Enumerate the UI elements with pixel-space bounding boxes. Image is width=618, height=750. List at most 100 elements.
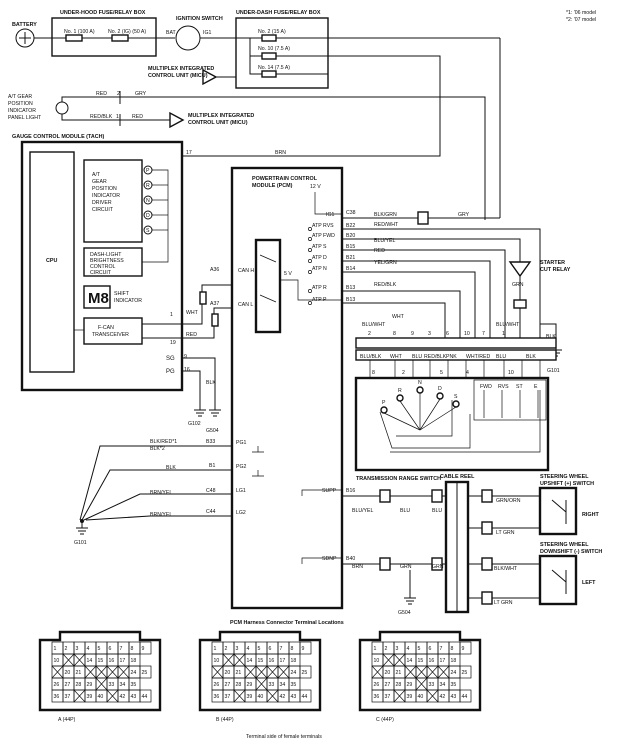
conn-1-pin: 21 [236,670,242,676]
conn-1-pin: 36 [214,694,220,700]
conn-0-pin: 18 [131,658,137,664]
upshift-l1: STEERING WHEEL [540,474,589,480]
gauge-pin-1: 1 [170,312,173,318]
indicator-light-icon [55,101,69,115]
conn-0-pin: 14 [87,658,93,664]
conn-2-pin: 21 [396,670,402,676]
conn-0-pin: 36 [54,694,60,700]
wire-blkred-1: BLK/RED*1 [150,439,177,445]
conn-2-pin: 10 [374,658,380,664]
conn-1-pin: 28 [236,682,242,688]
wire-ltgrn2: LT GRN [494,600,513,606]
dash-l1: DASH-LIGHT [90,252,122,258]
trs-top-wire-4: PNK [446,354,457,360]
indicator-l3: INDICATOR [8,108,36,114]
atgear-l2: GEAR [92,179,107,185]
conn-1-pin: 24 [291,670,297,676]
conn-1-pin: 29 [247,682,253,688]
conn-1-pin: 37 [225,694,231,700]
wire-redblk-mid: RED/BLK [374,282,397,288]
ground-g102: G102 [188,421,201,427]
conn-1-pin: 14 [247,658,253,664]
conn-1-pin: 9 [302,646,305,652]
conn-2-pin: 27 [385,682,391,688]
conn-1-pin: 16 [269,658,275,664]
pcm-atp-4-pin: B14 [346,266,355,272]
pcm-can-h: CAN H [238,268,254,274]
conn-1-pin: 7 [280,646,283,652]
ground-g101-left-icon [76,527,88,535]
pcm-atp-1-name: ATP FWD [312,233,335,239]
trs-pos-r: R [398,388,402,394]
conn-1-pin: 25 [302,670,308,676]
conn-bot-pin-3: 4 [466,370,469,376]
conn-0-pin: 7 [120,646,123,652]
pcm-can-l: CAN L [238,302,253,308]
gauge-cpu-label: CPU [46,258,57,264]
wire-blk-sg: BLK [206,380,216,386]
conn-0-pin: 35 [131,682,137,688]
wire-red-mid: RED [374,248,385,254]
ignition-switch-icon [175,25,201,51]
conn-2-pin: 36 [374,694,380,700]
pcm-lg1: LG1 [236,488,246,494]
conn-2-pin: 6 [429,646,432,652]
wire-grn-b: GRN [400,564,412,570]
conn-0-pin: 26 [54,682,60,688]
ground-g504-b: G504 [398,610,411,616]
conn-2-pin: 5 [418,646,421,652]
atgear-l6: CIRCUIT [92,207,114,213]
conn-0-pin: 21 [76,670,82,676]
wire-blk-2: BLK*2 [150,446,165,452]
shift-indicator-display [83,285,111,309]
pcm-5v: 5 V [284,271,292,277]
pin-17: 17 [186,150,192,156]
ignition-bat: BAT [166,30,177,36]
note-1: *1: '06 model [566,10,596,16]
conn-top-pin-6: 7 [482,331,485,337]
trs-top-wire-2: BLU [412,354,422,360]
conn-0-pin: 4 [87,646,90,652]
wire-yelgrn: YEL/GRN [374,260,397,266]
ignition-ig1: IG1 [203,30,211,36]
conn-0-pin: 2 [65,646,68,652]
pcm-atp-2-name: ATP S [312,244,327,250]
upshift-l2: UPSHIFT (+) SWITCH [540,481,594,487]
gear-led-d: D [146,213,150,219]
wire-blkgrn: BLK/GRN [374,212,397,218]
conn-0-pin: 6 [109,646,112,652]
pcm-atp-6-pin: B13 [346,297,355,303]
conn-0-pin: 3 [76,646,79,652]
pin-1-top: 1 [116,114,119,120]
conn-1-pin: 5 [258,646,261,652]
wire-wht-can: WHT [186,310,199,316]
gauge-title: GAUGE CONTROL MODULE (TACH) [12,134,105,140]
conn-0-pin: 44 [142,694,148,700]
connector-a-label: A (44P) [58,717,76,723]
dash-light-circuit [83,247,143,277]
fuse-2-label: No. 2 (IG) (50 A) [108,29,146,35]
wire-red-can: RED [186,332,197,338]
pcm-ig1: IG1 [326,212,334,218]
wire-blk-left: BLK [166,465,176,471]
conn-2-pin: 35 [451,682,457,688]
pcm-atp-6-name: ATP P [312,297,327,303]
wire-brnyel-2: BRN/YEL [150,512,172,518]
downshift-l1: STEERING WHEEL [540,542,589,548]
micu-1-line2: CONTROL UNIT (MICU) [148,73,208,79]
conn-0-pin: 25 [142,670,148,676]
pcm-title1: POWERTRAIN CONTROL [252,176,318,182]
conn-2-pin: 24 [451,670,457,676]
wire-blu2-b: BLU [432,508,442,514]
wire-grn2-b: GRN [432,564,444,570]
wire-wht-mid: WHT [392,314,405,320]
pin-2-top: 2 [117,91,120,97]
atgear-l3: POSITION [92,186,117,192]
conn-2-pin: 8 [451,646,454,652]
shift-l1: SHIFT [114,291,130,297]
pcm-c44: C44 [206,509,216,515]
pcm-b40: B40 [346,556,355,562]
